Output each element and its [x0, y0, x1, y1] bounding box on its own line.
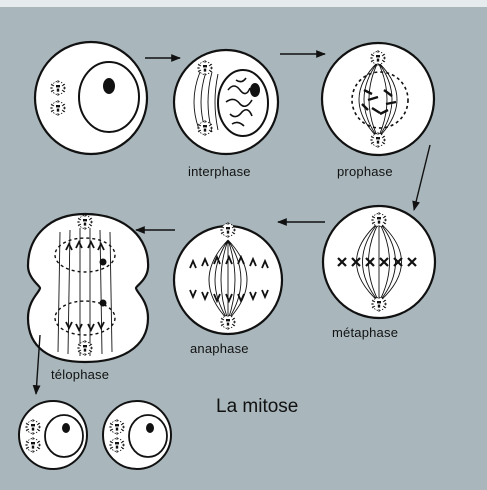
cell-interphase — [174, 50, 278, 154]
label-anaphase: anaphase — [190, 341, 249, 356]
daughter-cell-left — [19, 401, 87, 469]
cell-anaphase — [174, 222, 282, 334]
cell-prophase — [322, 43, 434, 155]
top-border-band — [0, 0, 487, 7]
cell-initial — [35, 42, 147, 154]
cell-metaphase — [323, 206, 435, 318]
arrow-to-metaphase — [414, 145, 430, 210]
label-interphase: interphase — [188, 164, 251, 179]
cell-telophase — [28, 214, 148, 362]
label-telophase: télophase — [51, 367, 109, 382]
label-metaphase: métaphase — [332, 325, 398, 340]
daughter-cell-right — [103, 401, 171, 469]
diagram-title: La mitose — [216, 396, 298, 418]
label-prophase: prophase — [337, 164, 393, 179]
